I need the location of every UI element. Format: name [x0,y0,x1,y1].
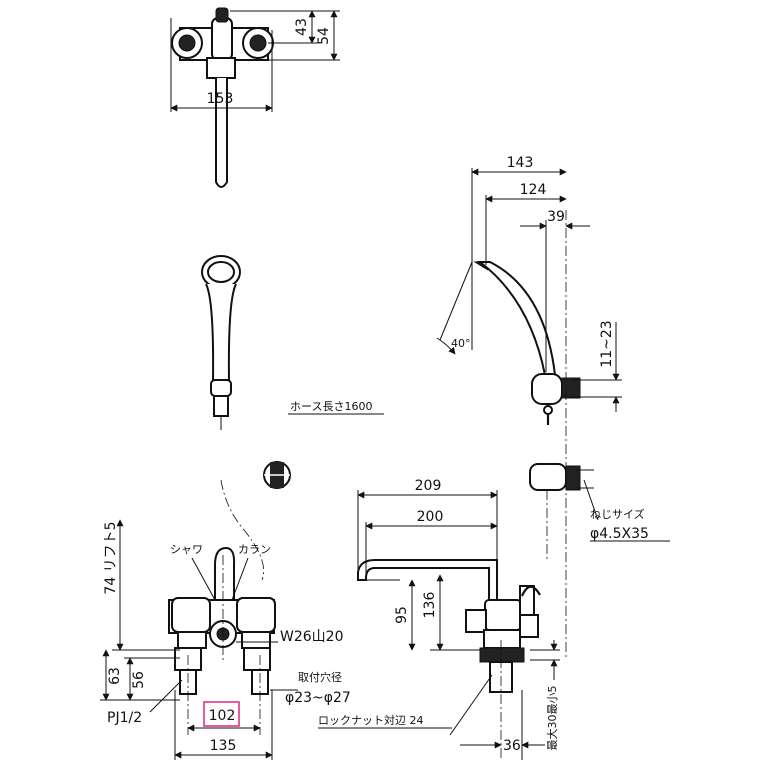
dim-95: 95 [394,606,410,624]
lift-dim: 74 リフト5 [103,521,119,594]
dim-153: 153 [207,91,234,107]
shower-label: シャワ [170,543,203,556]
dim-124: 124 [520,182,547,198]
side-view [473,261,622,560]
dim-209: 209 [415,478,442,494]
front-view [168,546,276,695]
side-handle [477,261,557,376]
faucet-label: カラン [238,543,271,556]
dim-54: 54 [316,27,332,45]
hose-length-label: ホース長さ1600 [290,400,372,413]
dim-43: 43 [294,18,310,36]
dim-11-23: 11~23 [599,320,615,367]
hole-label: 取付穴径 [298,670,342,684]
dim-135: 135 [210,738,237,754]
left-handle-front [171,597,211,633]
screw-size: φ4.5X35 [590,526,649,542]
dim-200: 200 [417,509,444,525]
front-diverter-lever [214,546,236,609]
highlight-box-102 [203,701,240,727]
pipe-size: PJ1/2 [107,710,142,726]
dim-63: 63 [107,667,123,685]
top-view: 153 43 54 [170,7,340,188]
dim-56: 56 [131,671,147,689]
locknut-label: ロックナット対辺 24 [318,713,424,727]
hole-diameter: φ23~φ27 [285,690,351,706]
dim-136: 136 [422,592,438,619]
max-min-label: 最大30最小5 [545,686,559,751]
dim-39: 39 [547,209,565,225]
right-handle-front [236,597,276,633]
thread-size: W26山20 [280,629,343,645]
dim-102: 102 [209,708,236,724]
angle-40: 40° [451,337,471,350]
shower-head [201,255,265,581]
center-symbol [263,461,291,489]
dim-36: 36 [503,738,521,754]
dim-143: 143 [507,155,534,171]
screw-size-label: ねじサイズ [590,507,645,521]
